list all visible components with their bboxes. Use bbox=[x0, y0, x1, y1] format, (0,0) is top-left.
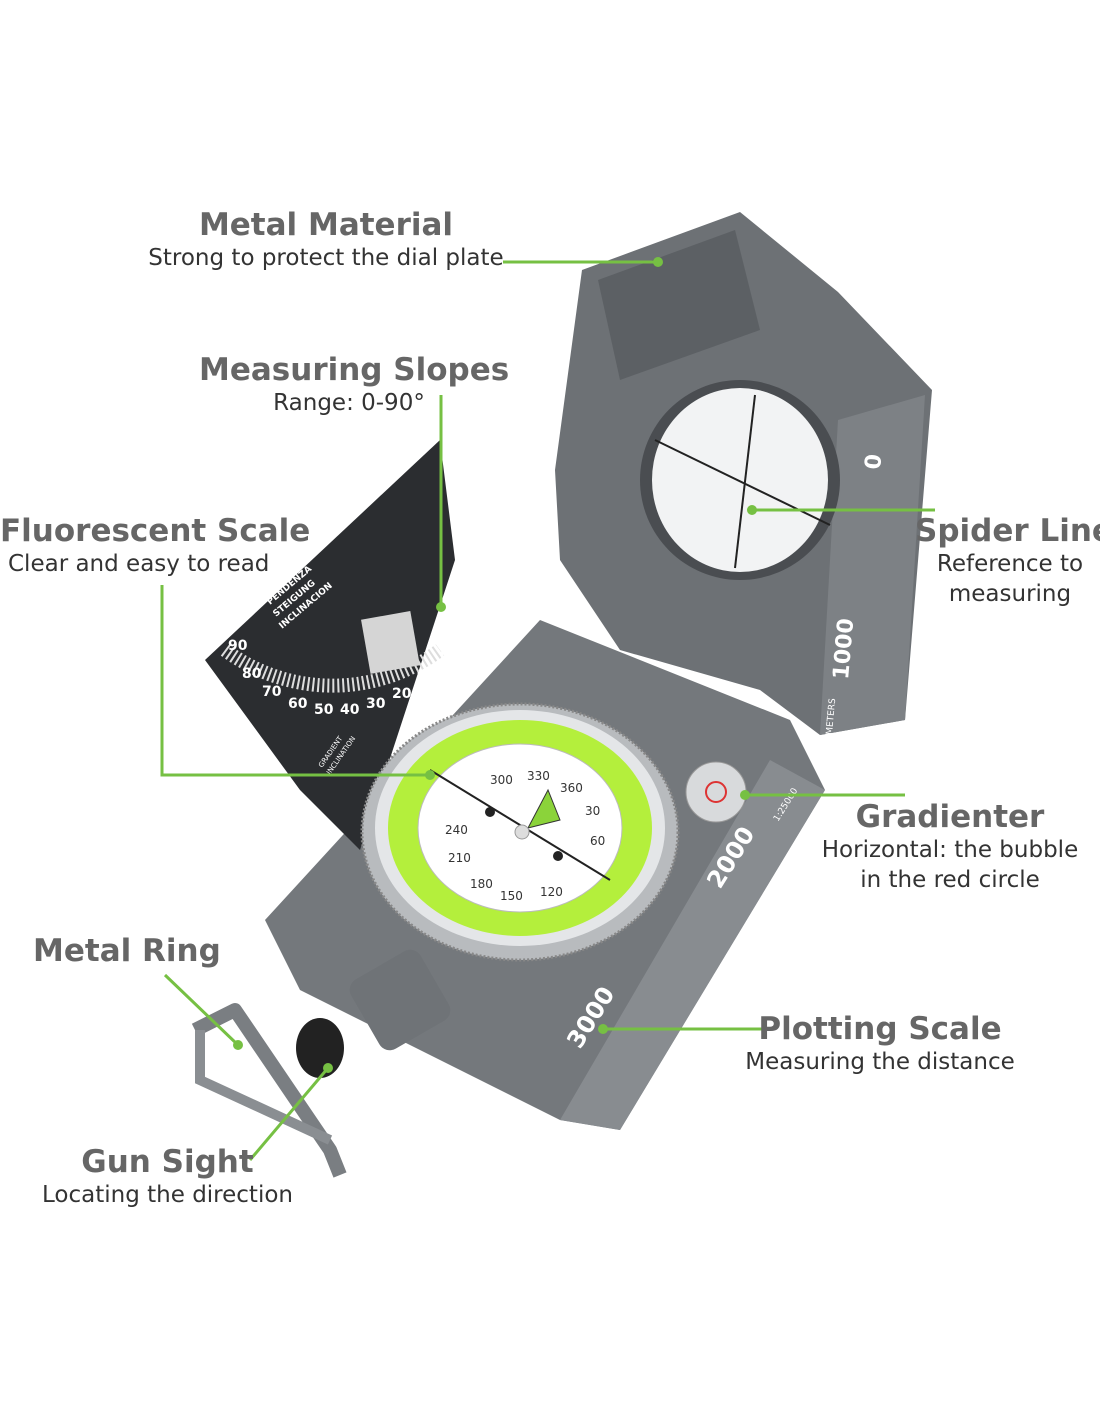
gun-sight-assembly bbox=[191, 949, 451, 1178]
lid-unit: METERS bbox=[825, 698, 838, 736]
callout-desc: Measuring the distance bbox=[745, 1049, 1015, 1075]
dial-number: 60 bbox=[590, 834, 605, 848]
callout-dots bbox=[233, 257, 757, 1073]
callout-gun-sight: Gun Sight Locating the direction bbox=[30, 1144, 305, 1210]
callout-desc: measuring bbox=[948, 581, 1072, 607]
callout-desc: Horizontal: the bubble bbox=[821, 837, 1079, 863]
callout-spider-line: Spider Line Reference to measuring bbox=[915, 513, 1100, 609]
callout-title: Fluorescent Scale bbox=[0, 513, 311, 549]
sighting-mirror bbox=[652, 388, 828, 572]
dial-number: 30 bbox=[585, 804, 600, 818]
callout-title: Metal Ring bbox=[33, 933, 221, 969]
dial-number: 360 bbox=[560, 781, 583, 795]
clinometer-plate: 90 80 70 60 50 40 30 20 10 0 PENDENZA ST… bbox=[205, 440, 455, 850]
lid-scale-0: 0 bbox=[861, 453, 887, 470]
callout-lines bbox=[160, 260, 935, 1161]
lid-scale-1000: 1000 bbox=[829, 617, 859, 680]
callout-metal-ring: Metal Ring bbox=[33, 933, 221, 969]
clino-90: 90 bbox=[228, 638, 248, 654]
clino-20: 20 bbox=[392, 686, 412, 702]
clino-60: 60 bbox=[288, 696, 308, 712]
dial-number: 330 bbox=[527, 769, 550, 783]
gradienter-bubble-level bbox=[685, 761, 747, 823]
callout-desc: Clear and easy to read bbox=[8, 551, 270, 577]
dial-number: 240 bbox=[445, 823, 468, 837]
clino-70: 70 bbox=[262, 684, 282, 700]
callout-desc: Range: 0-90° bbox=[273, 390, 425, 416]
clino-10: 10 bbox=[416, 670, 436, 686]
dial-number: 120 bbox=[540, 885, 563, 899]
dial-number: 180 bbox=[470, 877, 493, 891]
callout-desc: Strong to protect the dial plate bbox=[148, 245, 504, 271]
callout-title: Gun Sight bbox=[81, 1144, 254, 1180]
callout-fluorescent-scale: Fluorescent Scale Clear and easy to read bbox=[0, 513, 310, 579]
callout-desc: in the red circle bbox=[860, 867, 1040, 893]
callout-plotting-scale: Plotting Scale Measuring the distance bbox=[735, 1011, 1025, 1077]
clino-40: 40 bbox=[340, 702, 360, 718]
callout-desc: Locating the direction bbox=[42, 1182, 293, 1208]
callout-desc: Reference to bbox=[936, 551, 1084, 577]
clino-30: 30 bbox=[366, 696, 386, 712]
callout-title: Spider Line bbox=[915, 513, 1100, 549]
callout-gradienter: Gradienter Horizontal: the bubble in the… bbox=[810, 799, 1090, 895]
clino-0: 0 bbox=[440, 648, 450, 664]
clino-50: 50 bbox=[314, 702, 334, 718]
compass-lid: 0 1000 METERS bbox=[555, 212, 932, 735]
callout-title: Metal Material bbox=[198, 207, 454, 243]
callout-title: Plotting Scale bbox=[758, 1011, 1002, 1047]
callout-title: Measuring Slopes bbox=[199, 352, 510, 388]
clino-80: 80 bbox=[242, 666, 262, 682]
callout-measuring-slopes: Measuring Slopes Range: 0-90° bbox=[199, 352, 510, 418]
gun-sight-knob bbox=[296, 1018, 344, 1078]
callout-metal-material: Metal Material Strong to protect the dia… bbox=[126, 207, 526, 273]
dial-number: 150 bbox=[500, 889, 523, 903]
dial-number: 210 bbox=[448, 851, 471, 865]
callout-title: Gradienter bbox=[855, 799, 1045, 835]
dial-number: 300 bbox=[490, 773, 513, 787]
compass-dial: 300 330 360 30 60 120 150 180 210 240 bbox=[360, 702, 680, 962]
